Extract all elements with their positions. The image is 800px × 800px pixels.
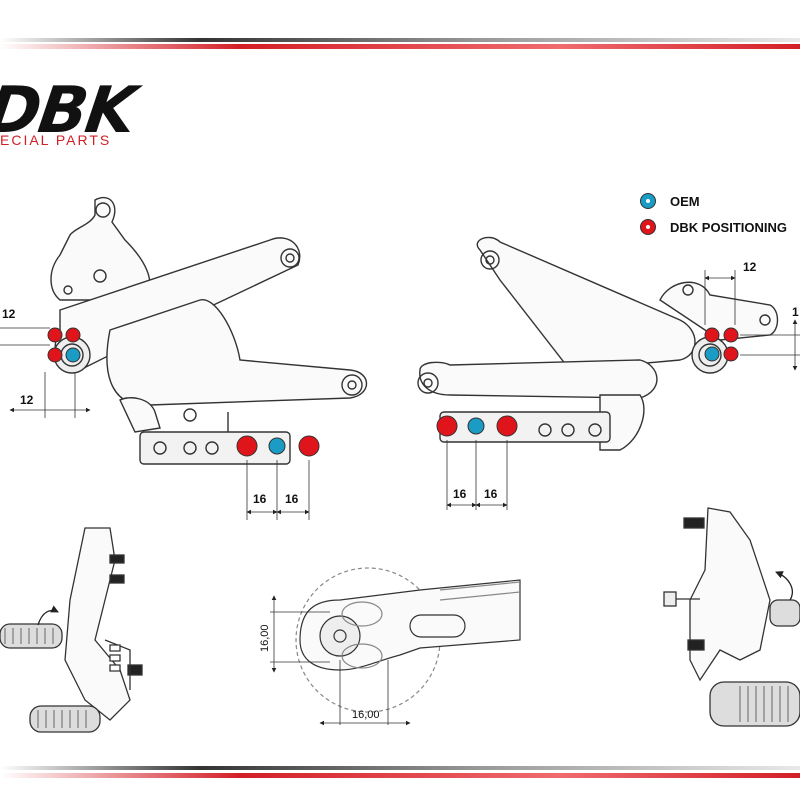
left-side-view [0,527,143,733]
detail-dimension-lines [270,595,411,726]
right-dimension-lines [446,270,800,510]
legend-label-oem: OEM [670,193,700,209]
right-side-view [663,507,800,727]
legend-item-oem: OEM [640,188,787,214]
bottom-stripe-dark [0,766,800,770]
legend: OEM DBK POSITIONING [640,188,787,240]
left-hub-positions [47,327,81,363]
legend-item-dbk: DBK POSITIONING [640,214,787,240]
detail-horizontal-dimension: 16,00 [352,709,380,721]
legend-label-dbk: DBK POSITIONING [670,219,788,235]
left-peg-dimension-a: 16 [253,492,267,506]
right-peg-dimension-b: 16 [484,487,498,501]
logo-tagline: ECIAL PARTS [0,132,112,148]
oem-dot-icon [640,193,656,209]
top-stripe-red [0,44,800,49]
right-peg-positions [436,415,518,437]
left-bottom-dimension: 12 [20,393,34,407]
right-hub-positions [704,327,739,362]
left-top-dimension: 12 [2,307,16,321]
detail-vertical-dimension: 16,00 [259,624,271,652]
adjustment-detail [295,567,521,713]
left-rearset-drawing [50,196,367,465]
left-peg-dimension-b: 16 [285,492,299,506]
right-side-dimension: 1 [792,305,799,319]
left-dimension-lines [0,327,310,520]
top-stripe-dark [0,38,800,42]
right-rearset-drawing [417,236,779,451]
left-peg-positions [236,435,320,457]
dbk-dot-icon [640,219,656,235]
dbk-logo: DBK ECIAL PARTS [0,74,200,150]
right-top-dimension: 12 [743,260,757,274]
right-peg-dimension-a: 16 [453,487,467,501]
bottom-stripe-red [0,773,800,778]
